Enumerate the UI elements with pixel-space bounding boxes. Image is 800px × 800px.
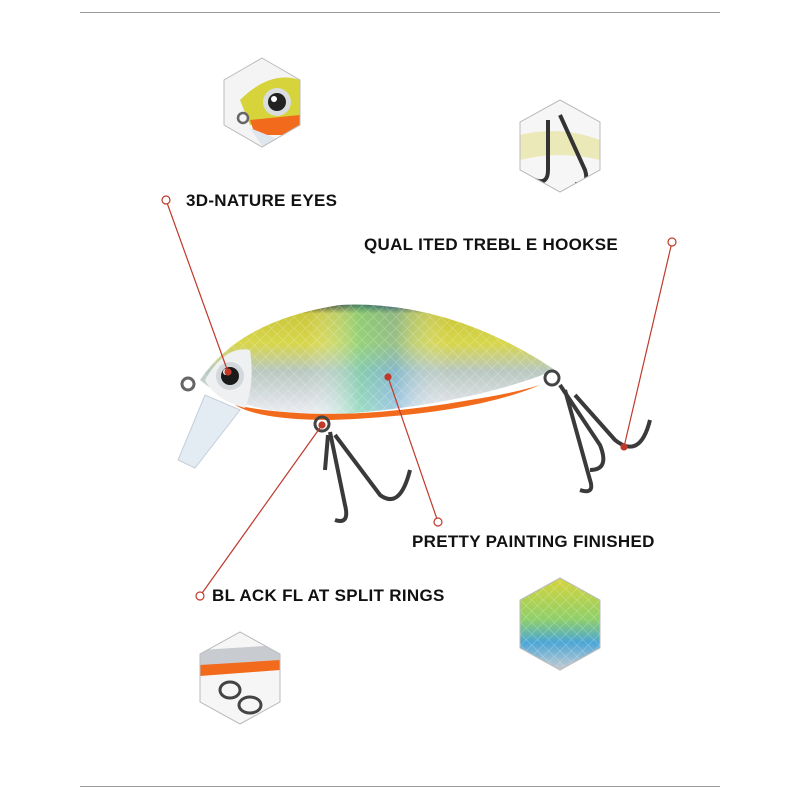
hexagon-eye-detail (223, 57, 301, 148)
callout-label-eyes: 3D-NATURE EYES (186, 191, 338, 210)
bottom-divider (80, 786, 720, 787)
belly-treble-hook (323, 431, 412, 523)
callout-end-painting (384, 373, 392, 381)
callout-dot-painting (433, 517, 443, 527)
callout-line-rings (199, 424, 323, 597)
callout-label-painting: PRETTY PAINTING FINISHED (412, 532, 655, 551)
callout-dot-hooks (667, 237, 677, 247)
callout-line-painting (387, 376, 439, 523)
tail-treble-hook (558, 383, 652, 494)
top-divider (80, 12, 720, 13)
callout-label-rings: BL ACK FL AT SPLIT RINGS (212, 586, 445, 605)
callout-lines (161, 195, 677, 601)
callout-label-hooks: QUAL ITED TREBL E HOOKSE (364, 235, 619, 254)
callout-line-eyes (165, 199, 229, 373)
callout-dot-eyes (161, 195, 171, 205)
callout-dot-rings (195, 591, 205, 601)
callout-end-hooks (620, 443, 628, 451)
line-tie (180, 376, 196, 392)
hexagon-split-ring-detail (199, 631, 281, 725)
callout-line-hooks (623, 241, 673, 448)
hexagon-hook-detail (519, 99, 601, 193)
hexagon-painting-detail (519, 577, 601, 671)
callout-end-eyes (224, 368, 232, 376)
eye-icon (216, 362, 244, 390)
callout-end-rings (318, 421, 326, 429)
fishing-lure (177, 304, 652, 523)
